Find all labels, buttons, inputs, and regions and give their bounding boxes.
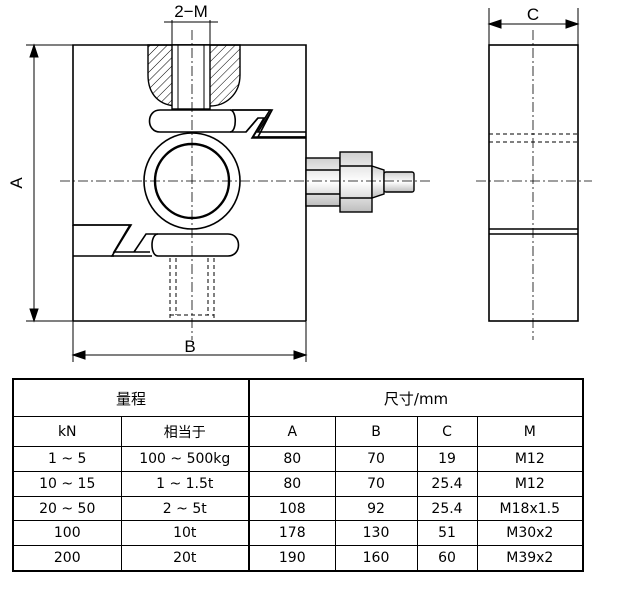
cell-kn: 20 ~ 50 — [12, 495, 122, 522]
cell-equivalent: 100 ~ 500kg — [120, 446, 251, 473]
dim-a-label: A — [7, 177, 26, 189]
upper-zigzag-b — [245, 117, 306, 139]
cell-a: 108 — [248, 495, 336, 522]
column-header: 相当于 — [120, 415, 251, 448]
dimension-a — [26, 43, 73, 323]
cell-b: 160 — [334, 545, 418, 572]
cell-a: 80 — [248, 446, 336, 473]
cell-m: M12 — [476, 471, 584, 497]
side-centerlines — [476, 30, 592, 340]
cell-m: M18x1.5 — [476, 495, 584, 522]
column-header-row: kN 相当于 A B C M — [12, 415, 584, 448]
cell-equivalent: 2 ~ 5t — [120, 495, 251, 522]
cell-equivalent: 10t — [120, 520, 251, 547]
dimension-b — [71, 321, 308, 362]
cell-c: 25.4 — [416, 471, 478, 497]
column-header: A — [248, 415, 336, 448]
front-view: 2−M A B — [7, 2, 430, 362]
body-edge-lower — [73, 258, 306, 321]
table-row: 100 10t 178 130 51 M30x2 — [12, 520, 584, 547]
cell-b: 70 — [334, 446, 418, 473]
cell-kn: 100 — [12, 520, 122, 547]
cell-c: 60 — [416, 545, 478, 572]
cell-c: 51 — [416, 520, 478, 547]
cell-kn: 1 ~ 5 — [12, 446, 122, 473]
cell-c: 19 — [416, 446, 478, 473]
group-header-range: 量程 — [12, 378, 251, 417]
cell-b: 70 — [334, 471, 418, 497]
column-header: kN — [12, 415, 122, 448]
column-header: B — [334, 415, 418, 448]
table-row: 20 ~ 50 2 ~ 5t 108 92 25.4 M18x1.5 — [12, 495, 584, 522]
thread-label: 2−M — [174, 2, 208, 21]
side-view: C — [476, 5, 592, 340]
dim-b-label: B — [184, 337, 195, 356]
column-header: M — [476, 415, 584, 448]
table-row: 10 ~ 15 1 ~ 1.5t 80 70 25.4 M12 — [12, 471, 584, 497]
cell-m: M30x2 — [476, 520, 584, 547]
spec-table: 量程 尺寸/mm kN 相当于 A B C M 1 ~ 5 100 ~ 500k… — [12, 378, 585, 572]
cell-b: 92 — [334, 495, 418, 522]
cell-m: M12 — [476, 446, 584, 473]
group-header-row: 量程 尺寸/mm — [12, 378, 584, 417]
column-header: C — [416, 415, 478, 448]
dimension-c — [487, 8, 580, 45]
table-row: 200 20t 190 160 60 M39x2 — [12, 545, 584, 572]
dim-c-label: C — [527, 5, 539, 24]
lower-tongue — [151, 233, 240, 257]
cell-equivalent: 1 ~ 1.5t — [120, 471, 251, 497]
load-cell-drawing: 2−M A B — [7, 2, 592, 362]
table-row: 1 ~ 5 100 ~ 500kg 80 70 19 M12 — [12, 446, 584, 473]
cell-kn: 200 — [12, 545, 122, 572]
side-body — [488, 44, 579, 322]
cell-m: M39x2 — [476, 545, 584, 572]
front-centerlines — [60, 30, 430, 340]
cell-equivalent: 20t — [120, 545, 251, 572]
cell-kn: 10 ~ 15 — [12, 471, 122, 497]
cable-connector — [305, 151, 415, 213]
cell-a: 80 — [248, 471, 336, 497]
cell-c: 25.4 — [416, 495, 478, 522]
group-header-dimensions: 尺寸/mm — [248, 378, 584, 417]
cell-b: 130 — [334, 520, 418, 547]
cell-a: 190 — [248, 545, 336, 572]
cell-a: 178 — [248, 520, 336, 547]
lower-zigzag — [73, 224, 158, 253]
